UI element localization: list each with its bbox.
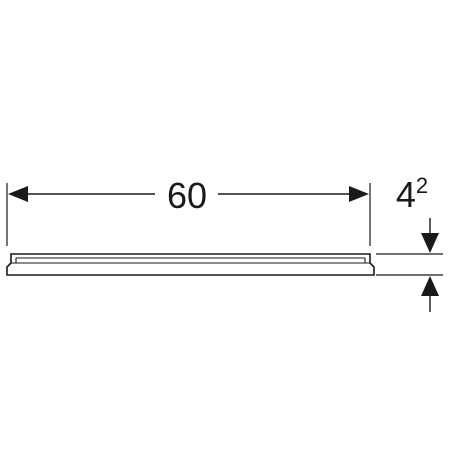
width-label: 60 — [167, 175, 207, 216]
panel-outer-outline — [6, 253, 375, 276]
height-arrow-down-icon — [421, 233, 439, 253]
width-arrow-left-icon — [8, 186, 28, 202]
height-dimension: 42 — [376, 173, 443, 312]
product-profile — [6, 253, 375, 276]
height-label: 42 — [396, 173, 428, 215]
height-label-superscript: 2 — [416, 173, 428, 198]
width-arrow-right-icon — [349, 186, 369, 202]
height-label-base: 4 — [396, 174, 416, 215]
height-arrow-up-icon — [421, 276, 439, 296]
width-dimension: 60 — [6, 175, 371, 246]
